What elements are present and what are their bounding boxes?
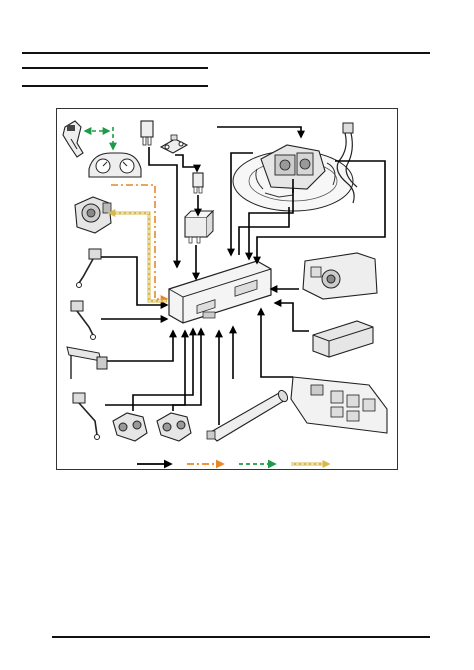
height-sensor-front-right-icon [70,300,96,340]
header-rule-full [22,52,430,54]
instrument-pack-icon [88,152,142,178]
diagnostic-connections [83,127,117,151]
fusible-link-icon [159,134,189,154]
air-compressor-icon [232,144,354,212]
door-module-icon [312,320,374,358]
fuse-icon [140,120,154,146]
system-diagram [62,120,388,469]
footer-rule [52,636,430,638]
switch-pack-icon [290,376,388,434]
reservoir-icon [206,389,289,442]
hardwired-connections [101,126,386,425]
system-diagram-frame [56,108,398,470]
fuse-small-icon [192,172,204,194]
header-rule-short-2 [22,85,208,87]
air-supply-connector-icon [336,122,358,204]
control-module-icon [168,260,272,324]
height-sensor-front-left-icon [76,248,102,288]
valve-block-front-icon [112,412,148,442]
height-sensor-rear-right-icon [72,392,100,440]
height-sensor-rear-left-icon [66,346,108,379]
header-rule-short-1 [22,67,208,69]
kbus-connections-inner [111,212,167,302]
valve-block-rear-icon [156,412,192,442]
relay-icon [184,209,215,244]
diagnostic-socket-icon [62,120,84,158]
steering-angle-sensor-icon [74,196,112,234]
height-switch-icon [302,252,378,300]
can-connections [111,184,169,303]
